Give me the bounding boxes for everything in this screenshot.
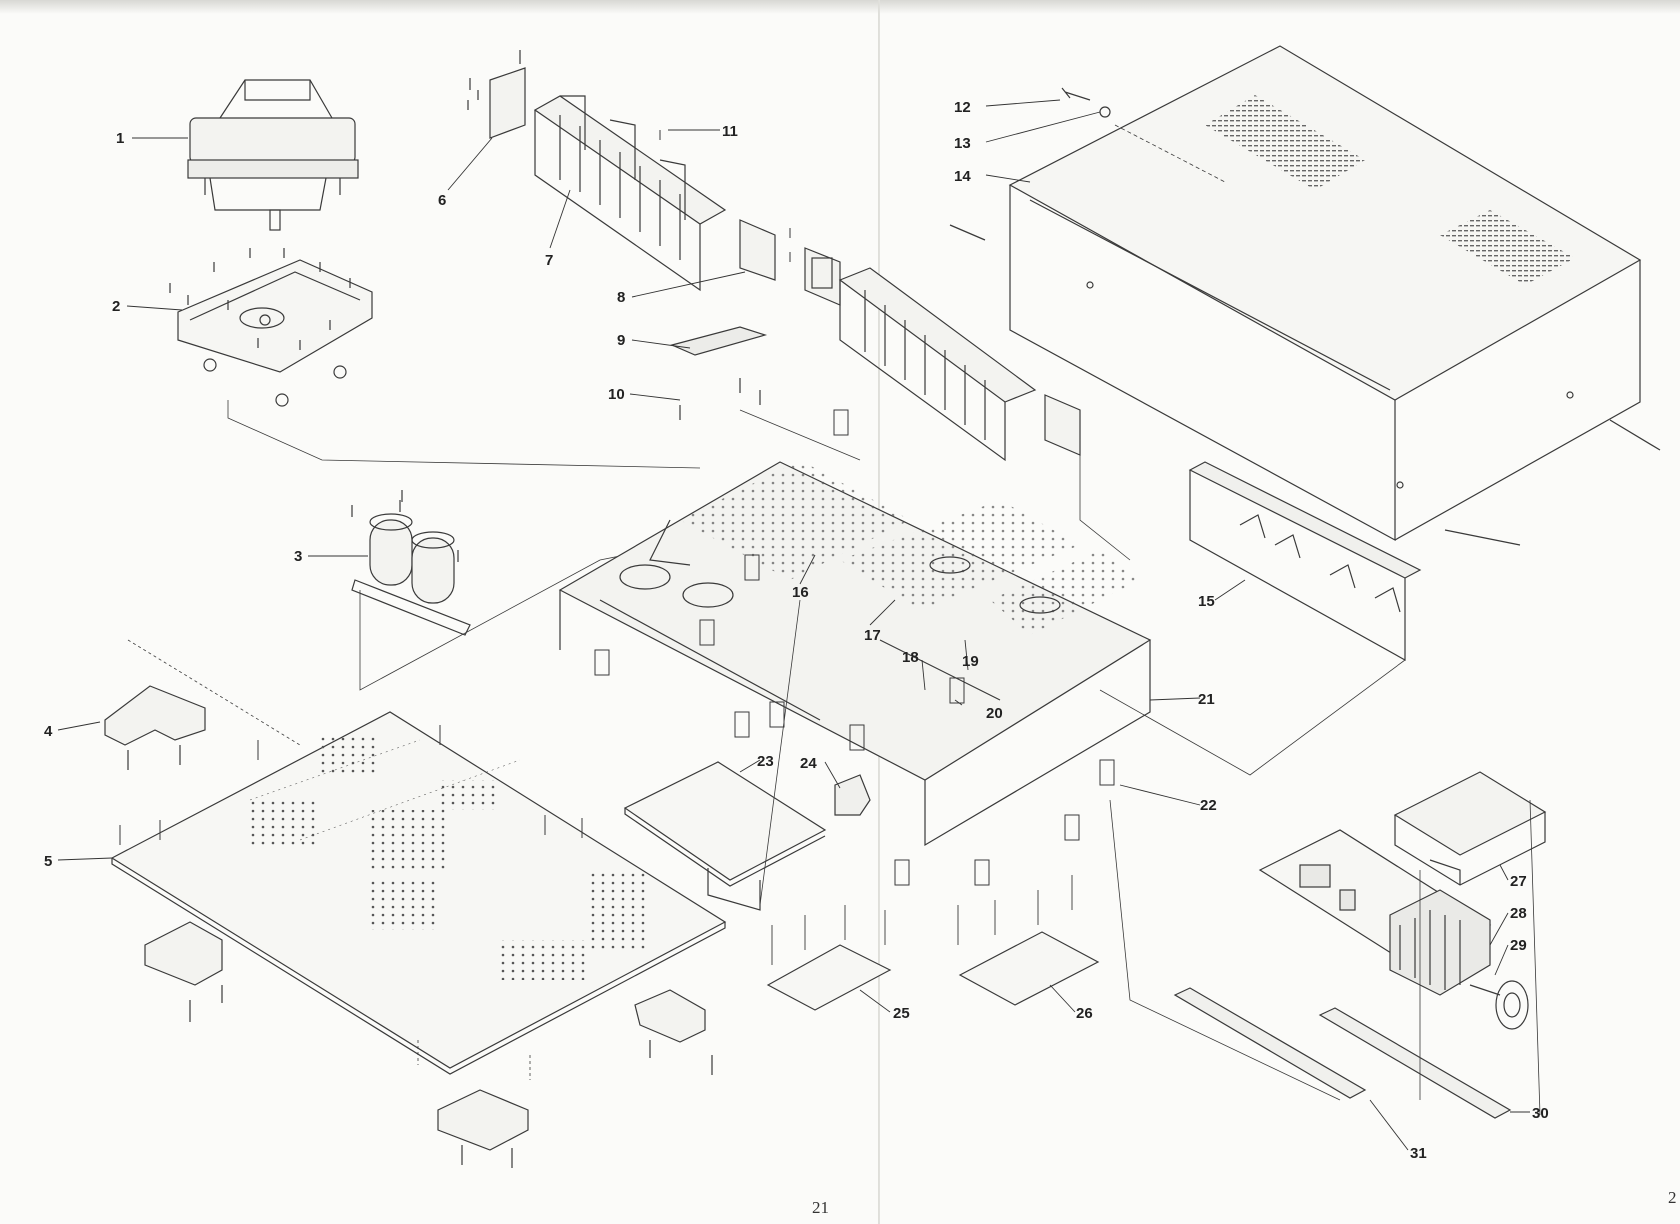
callout-8: 8 [617,289,625,306]
callout-24: 24 [800,755,817,772]
part-plate-8 [805,248,840,305]
callout-16: 16 [792,584,809,601]
part-rail-30 [1320,1008,1510,1118]
washer-13 [1100,107,1110,117]
callout-10: 10 [608,386,625,403]
callout-1: 1 [116,130,124,147]
part-rear-panel [1190,462,1420,660]
part-capacitors [352,490,470,635]
part-foot-bottom [438,1090,528,1168]
callout-28: 28 [1510,905,1527,922]
part-rail-31 [1175,988,1365,1098]
page-number-left: 21 [812,1198,829,1218]
leader-line [228,400,700,468]
callout-26: 26 [1076,1005,1093,1022]
callout-13: 13 [954,135,971,152]
part-board-9 [672,327,765,420]
callout-3: 3 [294,548,302,565]
callout-21: 21 [1198,691,1215,708]
callout-20: 20 [986,705,1003,722]
callout-25: 25 [893,1005,910,1022]
callout-29: 29 [1510,937,1527,954]
part-top-cover [1010,46,1640,540]
callout-9: 9 [617,332,625,349]
part-bracket-6 [468,50,525,138]
callout-11: 11 [722,123,738,140]
page-number-right: 2 [1668,1188,1677,1208]
callout-23: 23 [757,753,774,770]
part-pcb-26 [960,932,1098,1005]
callout-17: 17 [864,627,881,644]
callout-4: 4 [44,723,53,740]
part-switch-board [1260,830,1490,995]
callout-12: 12 [954,99,971,116]
callout-7: 7 [545,252,553,269]
part-heatsink-upper [535,96,775,290]
callout-6: 6 [438,192,446,209]
callout-14: 14 [954,168,971,185]
part-transformer [188,80,358,230]
part-foot-4 [105,686,205,770]
callout-18: 18 [902,649,919,666]
callout-2: 2 [112,298,120,315]
callout-5: 5 [44,853,52,870]
part-relay-24 [835,775,870,815]
part-foot-left [145,922,222,1022]
part-main-pcb [112,712,725,1074]
callout-31: 31 [1410,1145,1427,1162]
part-heatsink-lower [840,268,1080,460]
part-cover-27 [1395,772,1545,885]
part-foot-right [635,990,712,1075]
callout-27: 27 [1510,873,1527,890]
part-transformer-plate [178,260,372,406]
part-pcb-25 [768,945,890,1010]
callout-19: 19 [962,653,979,670]
callout-15: 15 [1198,593,1215,610]
callout-22: 22 [1200,797,1217,814]
screw-12 [1062,88,1090,100]
part-knob-29 [1470,981,1528,1029]
callout-30: 30 [1532,1105,1549,1122]
